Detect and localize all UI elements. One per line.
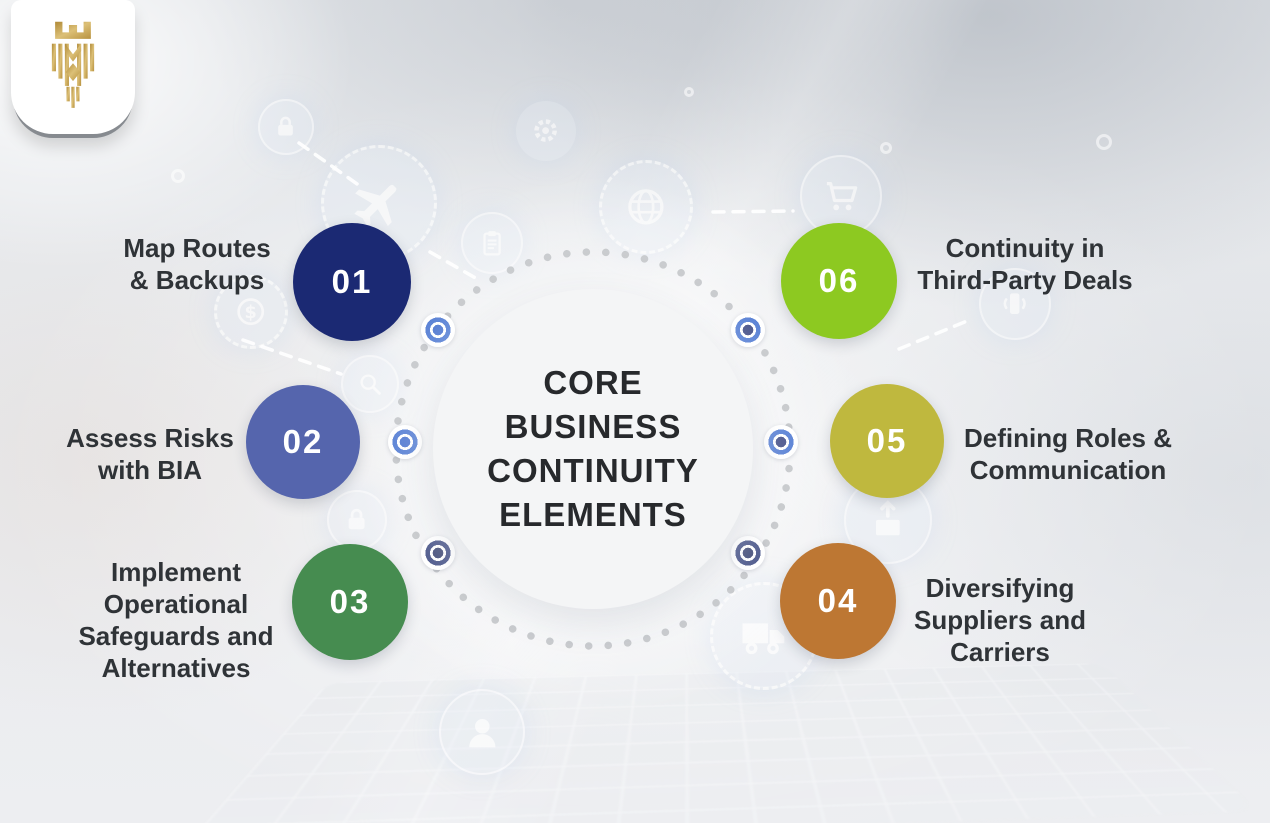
item-number: 01 (332, 263, 373, 301)
item-04-label: Diversifying Suppliers and Carriers (870, 572, 1130, 668)
item-05-circle: 05 (830, 384, 944, 498)
item-number: 04 (818, 582, 859, 620)
item-number: 05 (867, 422, 908, 460)
item-06-circle: 06 (781, 223, 897, 339)
item-06-label: Continuity in Third-Party Deals (895, 232, 1155, 296)
diagram-title: CORE BUSINESS CONTINUITY ELEMENTS (487, 361, 699, 538)
center-circle: CORE BUSINESS CONTINUITY ELEMENTS (433, 289, 753, 609)
item-05-label: Defining Roles & Communication (938, 422, 1198, 486)
gold-crest-icon (34, 16, 112, 112)
item-number: 06 (819, 262, 860, 300)
item-number: 03 (330, 583, 371, 621)
brand-logo[interactable] (11, 0, 135, 134)
item-number: 02 (283, 423, 324, 461)
item-01-label: Map Routes & Backups (67, 232, 327, 296)
item-02-label: Assess Risks with BIA (20, 422, 280, 486)
item-03-label: Implement Operational Safeguards and Alt… (36, 556, 316, 684)
